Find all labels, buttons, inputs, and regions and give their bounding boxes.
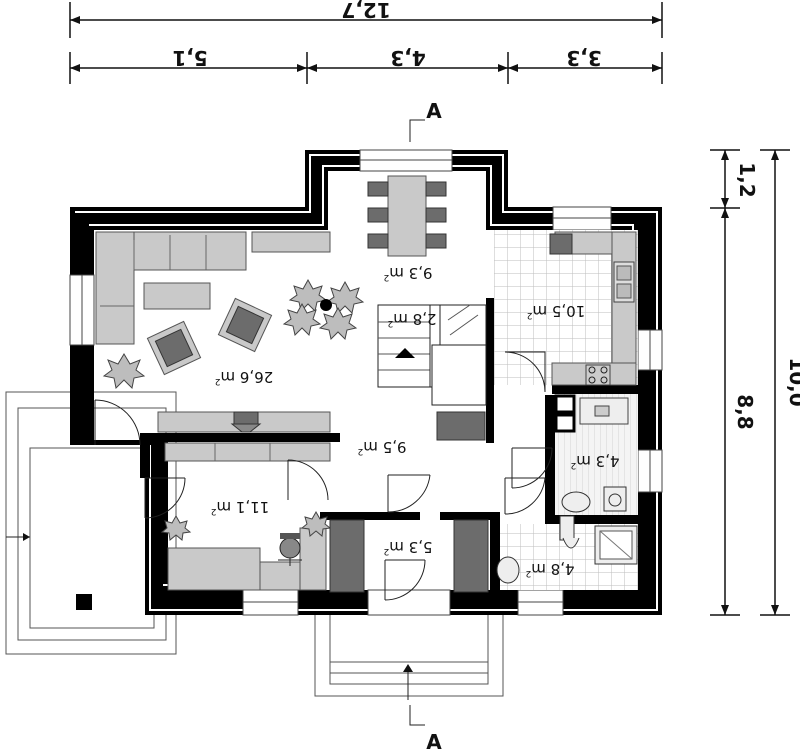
section-label-top: A — [426, 99, 442, 123]
plant-living — [102, 353, 146, 390]
dim-segment-right: 3,3 — [566, 46, 601, 70]
armchair-left — [146, 320, 202, 376]
office-furniture — [160, 442, 332, 591]
dim-overall-width: 12,7 — [341, 0, 390, 22]
room-area-dining: 9,3 m2 — [384, 264, 433, 282]
armchair-right — [217, 297, 273, 353]
porch — [314, 611, 504, 700]
coffee-table — [143, 282, 211, 310]
right-dimensions: 1,2 8,8 10,0 — [710, 149, 800, 616]
room-area-bath: 4,3 m2 — [571, 452, 620, 470]
section-label-bottom: A — [426, 730, 442, 751]
section-marker-bottom: A — [409, 705, 442, 751]
room-area-living: 26,6 m2 — [215, 368, 274, 386]
doors — [94, 351, 553, 601]
office-chair — [278, 533, 302, 566]
wardrobe-right — [453, 519, 489, 593]
bathroom-fixtures — [496, 394, 638, 584]
top-dimensions: 12,7 5,1 4,3 3,3 — [69, 0, 663, 84]
section-marker-top: A — [409, 99, 442, 142]
sideboard — [251, 231, 331, 253]
room-area-stairs: 2,8 m2 — [388, 310, 437, 328]
dim-segment-left: 5,1 — [172, 46, 207, 70]
chimney-column — [320, 299, 332, 311]
room-area-kitchen: 10,5 m2 — [527, 302, 586, 320]
wardrobe-left — [329, 519, 365, 593]
dim-overall-depth: 10,0 — [785, 357, 800, 406]
room-area-entry: 5,3 m2 — [384, 538, 433, 556]
room-area-wc: 4,8 m2 — [526, 560, 575, 578]
kitchen-counters — [549, 231, 637, 386]
plants-cluster — [282, 278, 365, 340]
dim-depth-main: 8,8 — [733, 394, 757, 429]
room-labels: 26,6 m2 9,3 m2 2,8 m2 10,5 m2 9,5 m2 4,3… — [211, 264, 620, 578]
dim-depth-bay: 1,2 — [735, 162, 759, 197]
dim-segment-middle: 4,3 — [390, 46, 425, 70]
dining-set — [367, 175, 447, 257]
room-area-office: 11,1 m2 — [211, 498, 270, 516]
room-area-hall: 9,5 m2 — [358, 438, 407, 456]
sofa-corner — [95, 231, 247, 345]
tv-cabinet — [157, 411, 331, 433]
walls — [69, 149, 663, 616]
staircase — [377, 304, 487, 441]
